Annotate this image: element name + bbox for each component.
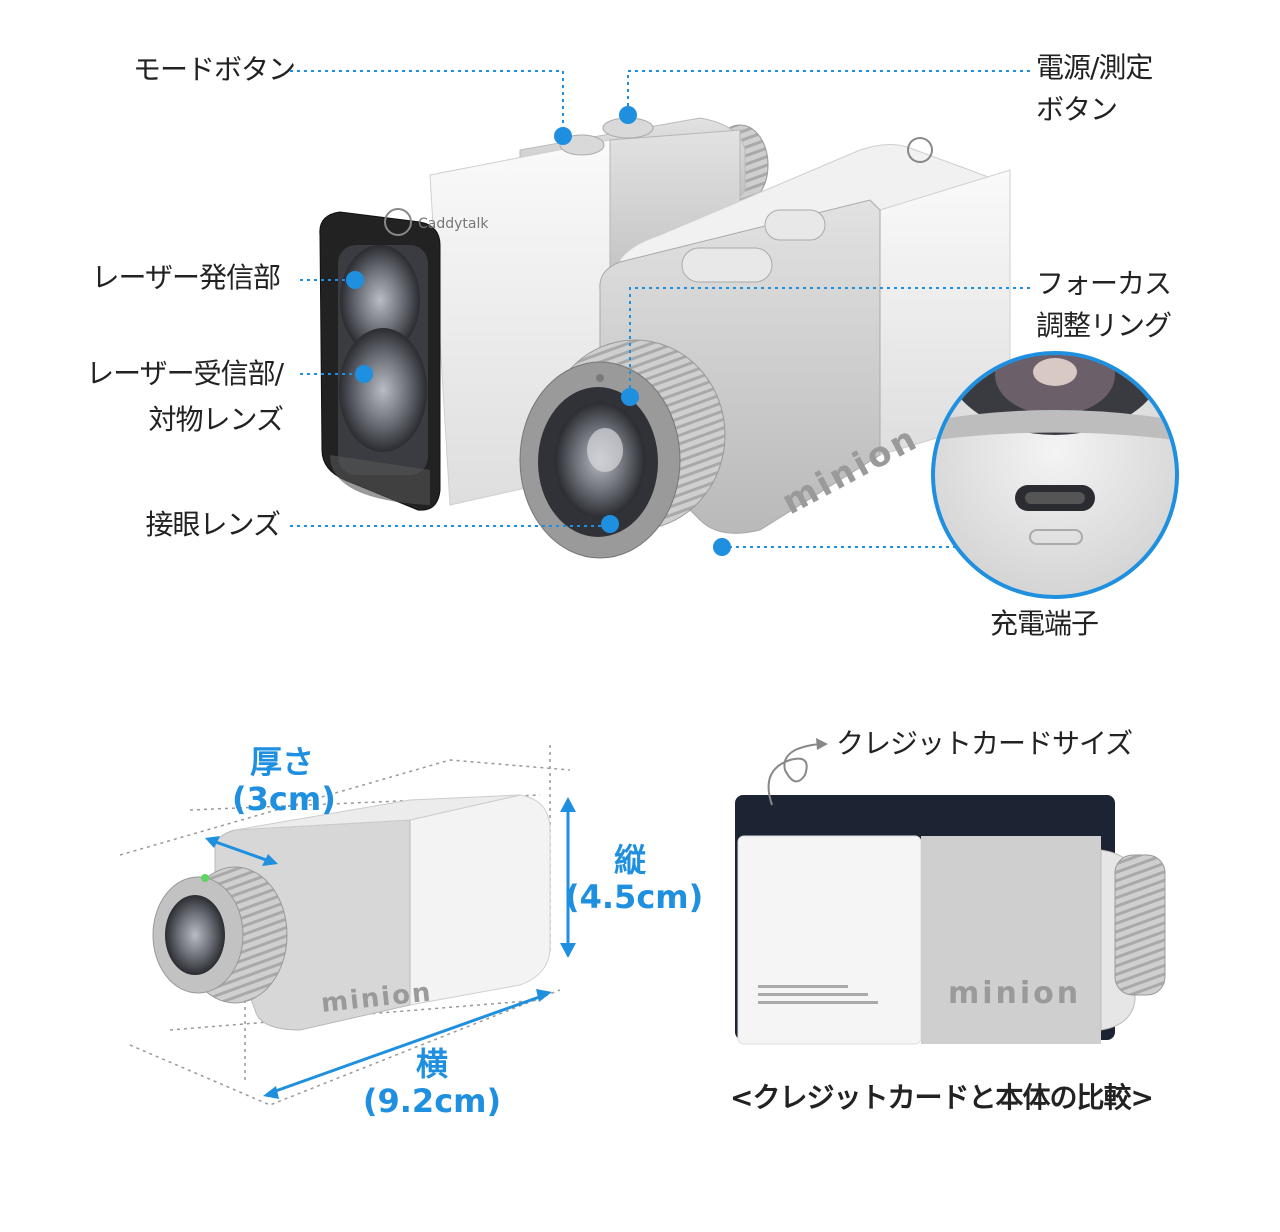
dim-width-label: 横 xyxy=(415,1045,448,1083)
label-power-measure-1: 電源/測定 xyxy=(1036,51,1153,84)
callout-lines xyxy=(290,70,1030,548)
dot-laser-emitter xyxy=(346,271,364,289)
dim-width: 横 (9.2cm) xyxy=(362,1046,502,1120)
dim-thickness-value: (3cm) xyxy=(232,779,336,818)
logo-text-left: Caddytalk xyxy=(418,216,489,232)
dot-laser-receiver xyxy=(355,365,373,383)
label-focus-ring-2: 調整リング xyxy=(1036,309,1172,342)
dim-height: 縦 (4.5cm) xyxy=(565,841,704,916)
device-dimension-view: minion xyxy=(119,745,576,1106)
label-laser-receiver-1: レーザー受信部/ xyxy=(86,357,284,390)
label-focus-ring-1: フォーカス xyxy=(1036,267,1172,300)
label-power-measure-2: ボタン xyxy=(1036,93,1118,126)
dim-thickness-label: 厚さ xyxy=(249,743,314,781)
label-charging-port: 充電端子 xyxy=(990,607,1099,640)
dim-thickness: 厚さ (3cm) xyxy=(232,743,336,818)
dot-focus-ring xyxy=(621,388,639,406)
caption-card-comparison: <クレジットカードと本体の比較> xyxy=(730,1081,1154,1114)
dim-height-value: (4.5cm) xyxy=(565,877,704,916)
dot-power-button xyxy=(619,106,637,124)
dim-width-value: (9.2cm) xyxy=(362,1081,502,1120)
dot-mode-button xyxy=(554,127,572,145)
callout-dots xyxy=(346,106,731,556)
brand-mark-card: minion xyxy=(948,976,1081,1011)
charging-port-inset xyxy=(931,351,1179,599)
label-laser-receiver-2: 対物レンズ xyxy=(148,403,284,436)
label-card-size: クレジットカードサイズ xyxy=(836,727,1133,760)
label-eyepiece: 接眼レンズ xyxy=(145,508,281,541)
dot-charging-port xyxy=(713,538,731,556)
dim-height-label: 縦 xyxy=(613,841,646,879)
card-comparison-view: minion xyxy=(735,738,1166,1045)
label-mode-button: モードボタン xyxy=(133,53,296,86)
dot-eyepiece xyxy=(601,515,619,533)
label-laser-emitter: レーザー発信部 xyxy=(91,261,281,294)
